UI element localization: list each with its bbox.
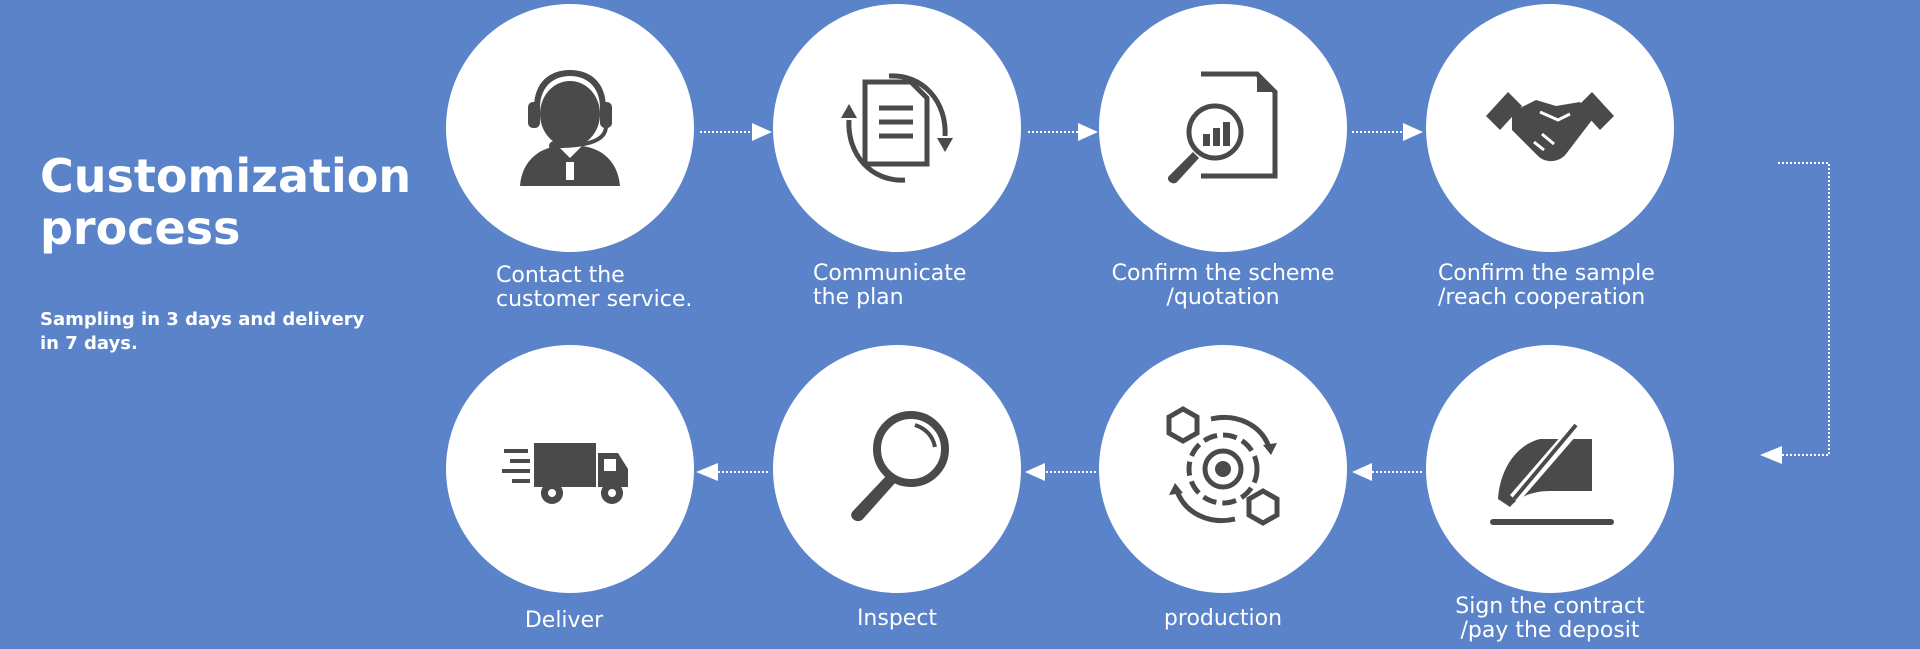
step-label: Confirm the sample /reach cooperation xyxy=(1438,261,1655,310)
gear-boxes-icon xyxy=(1166,406,1280,526)
step-circle xyxy=(1426,345,1674,593)
step-contract: Sign the contract /pay the deposit xyxy=(1426,345,1674,643)
step-sample: Confirm the sample /reach cooperation xyxy=(1426,4,1674,310)
step-contact: Contact the customer service. xyxy=(446,4,694,312)
subtitle: Sampling in 3 days and delivery in 7 day… xyxy=(40,309,365,354)
step-circle xyxy=(773,345,1021,593)
step-circle xyxy=(1099,345,1347,593)
arrow-head xyxy=(1078,123,1098,141)
document-cycle-icon xyxy=(841,73,953,183)
step-label: Contact the customer service. xyxy=(496,263,693,312)
step-scheme: Confirm the scheme /quotation xyxy=(1099,4,1347,310)
step-circle xyxy=(446,345,694,593)
arrow-head xyxy=(696,463,718,481)
step-inspect: Inspect xyxy=(773,345,1021,631)
step-circle xyxy=(1426,4,1674,252)
step-label: Communicate the plan xyxy=(813,261,967,310)
step-circle xyxy=(446,4,694,252)
step-label: Deliver xyxy=(524,608,604,633)
arrow-head xyxy=(1403,123,1423,141)
step-communicate: Communicate the plan xyxy=(773,4,1021,310)
arrow-head xyxy=(1025,463,1045,481)
headset-agent-icon xyxy=(520,70,620,186)
arrow-head xyxy=(1760,446,1782,464)
step-label: Sign the contract /pay the deposit xyxy=(1455,594,1645,643)
step-label: Confirm the scheme /quotation xyxy=(1111,261,1335,310)
signing-hand-pen-icon xyxy=(1490,421,1614,525)
step-label: Inspect xyxy=(856,606,938,631)
step-circle xyxy=(773,4,1021,252)
step-circle xyxy=(1099,4,1347,252)
document-magnifier-chart-icon xyxy=(1167,71,1278,184)
page-title: Customization process xyxy=(40,149,412,255)
step-production: production xyxy=(1099,345,1347,631)
step-deliver: Deliver xyxy=(446,345,694,633)
arrow-head xyxy=(752,123,772,141)
delivery-truck-icon xyxy=(502,443,628,504)
arrow-head xyxy=(1352,463,1372,481)
magnifying-glass-icon xyxy=(851,411,949,522)
step-label: production xyxy=(1163,606,1283,631)
handshake-icon xyxy=(1486,92,1614,162)
